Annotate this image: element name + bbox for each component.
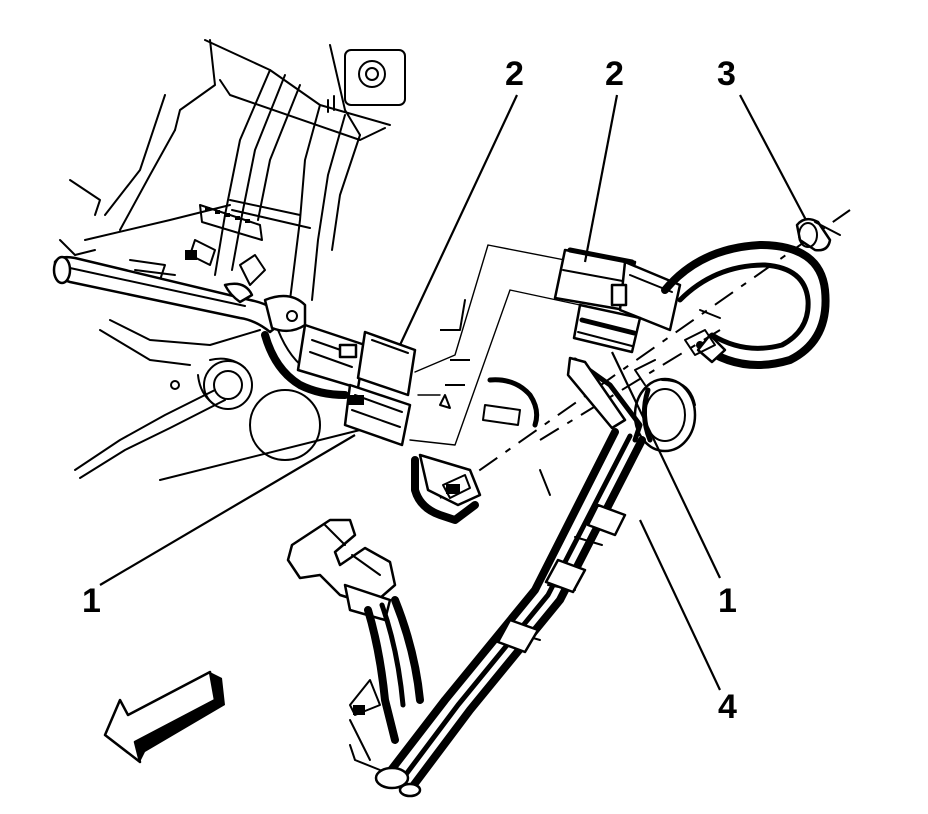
right-connector-assembly [553,247,682,354]
callout-3: 3 [717,55,736,93]
left-connector-assembly [261,323,417,447]
front-direction-arrow [103,670,225,764]
callout-1-left: 1 [82,582,101,620]
callout-4: 4 [718,688,737,726]
leader-lines [99,94,807,691]
harness-brackets [411,356,643,524]
harness-trunk-upper [52,255,307,334]
lower-connector-assembly [286,518,424,761]
harness-trunk-lower [349,428,646,798]
retainer-clip [795,217,841,252]
harness-loop-right [661,241,830,369]
exploded-view-guides [409,209,851,499]
bracket-slots [205,207,250,223]
vehicle-body-structure [59,39,406,481]
callout-2-right: 2 [605,55,624,93]
callout-1-right: 1 [718,582,737,620]
callout-2-left: 2 [505,55,524,93]
